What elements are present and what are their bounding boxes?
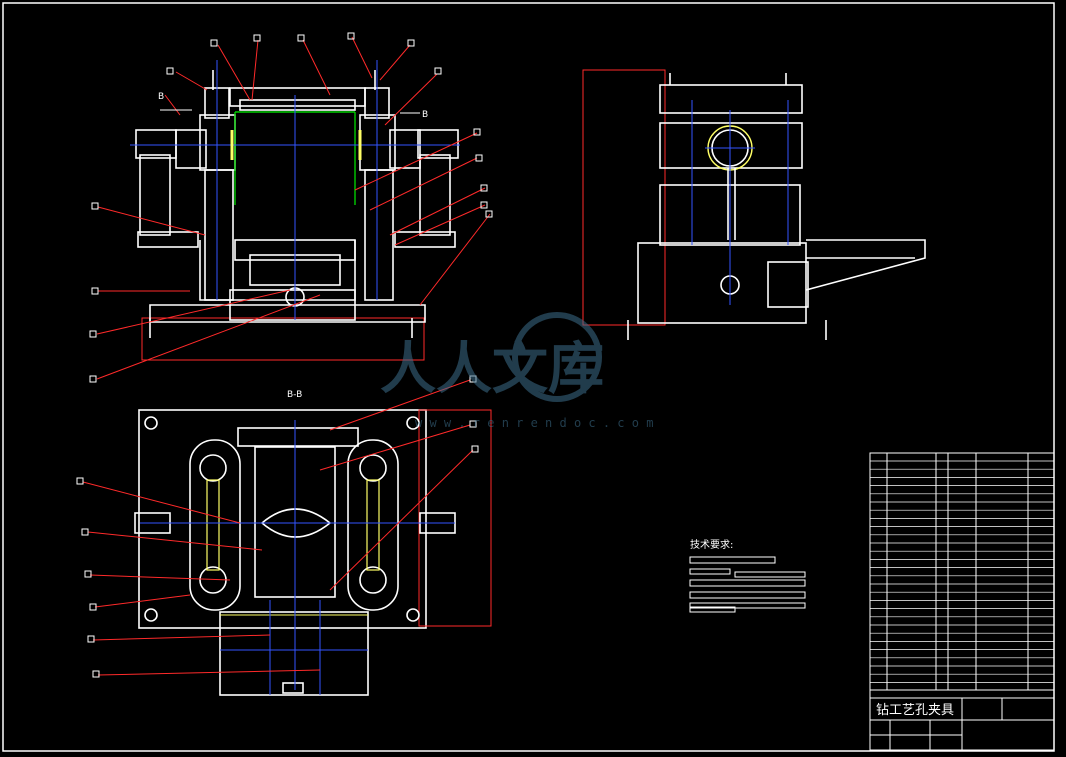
watermark-logo-text: 人人文库 <box>380 337 604 402</box>
section-cut-marks <box>160 109 420 114</box>
title-block <box>869 452 1055 751</box>
section-label-right: B <box>422 110 428 120</box>
section-label-left: B <box>158 92 164 102</box>
watermark: 人人文库 w w w . r e n r e n d o c . c o m <box>380 312 653 430</box>
tech-requirements-lines <box>689 556 806 613</box>
section-view-leaders <box>82 379 474 676</box>
balloon-markers <box>76 32 493 678</box>
front-view <box>130 60 460 361</box>
watermark-url: w w w . r e n r e n d o c . c o m <box>415 416 653 430</box>
drawing-title: 钻工艺孔夹具 <box>876 703 954 718</box>
sheet-border <box>2 2 1055 752</box>
section-view <box>134 409 492 696</box>
side-view <box>582 69 926 340</box>
section-view-title: B-B <box>287 390 302 400</box>
tech-requirements-heading: 技术要求: <box>690 538 733 551</box>
front-view-leaders <box>96 36 491 380</box>
bill-of-materials-rows <box>870 460 1054 683</box>
